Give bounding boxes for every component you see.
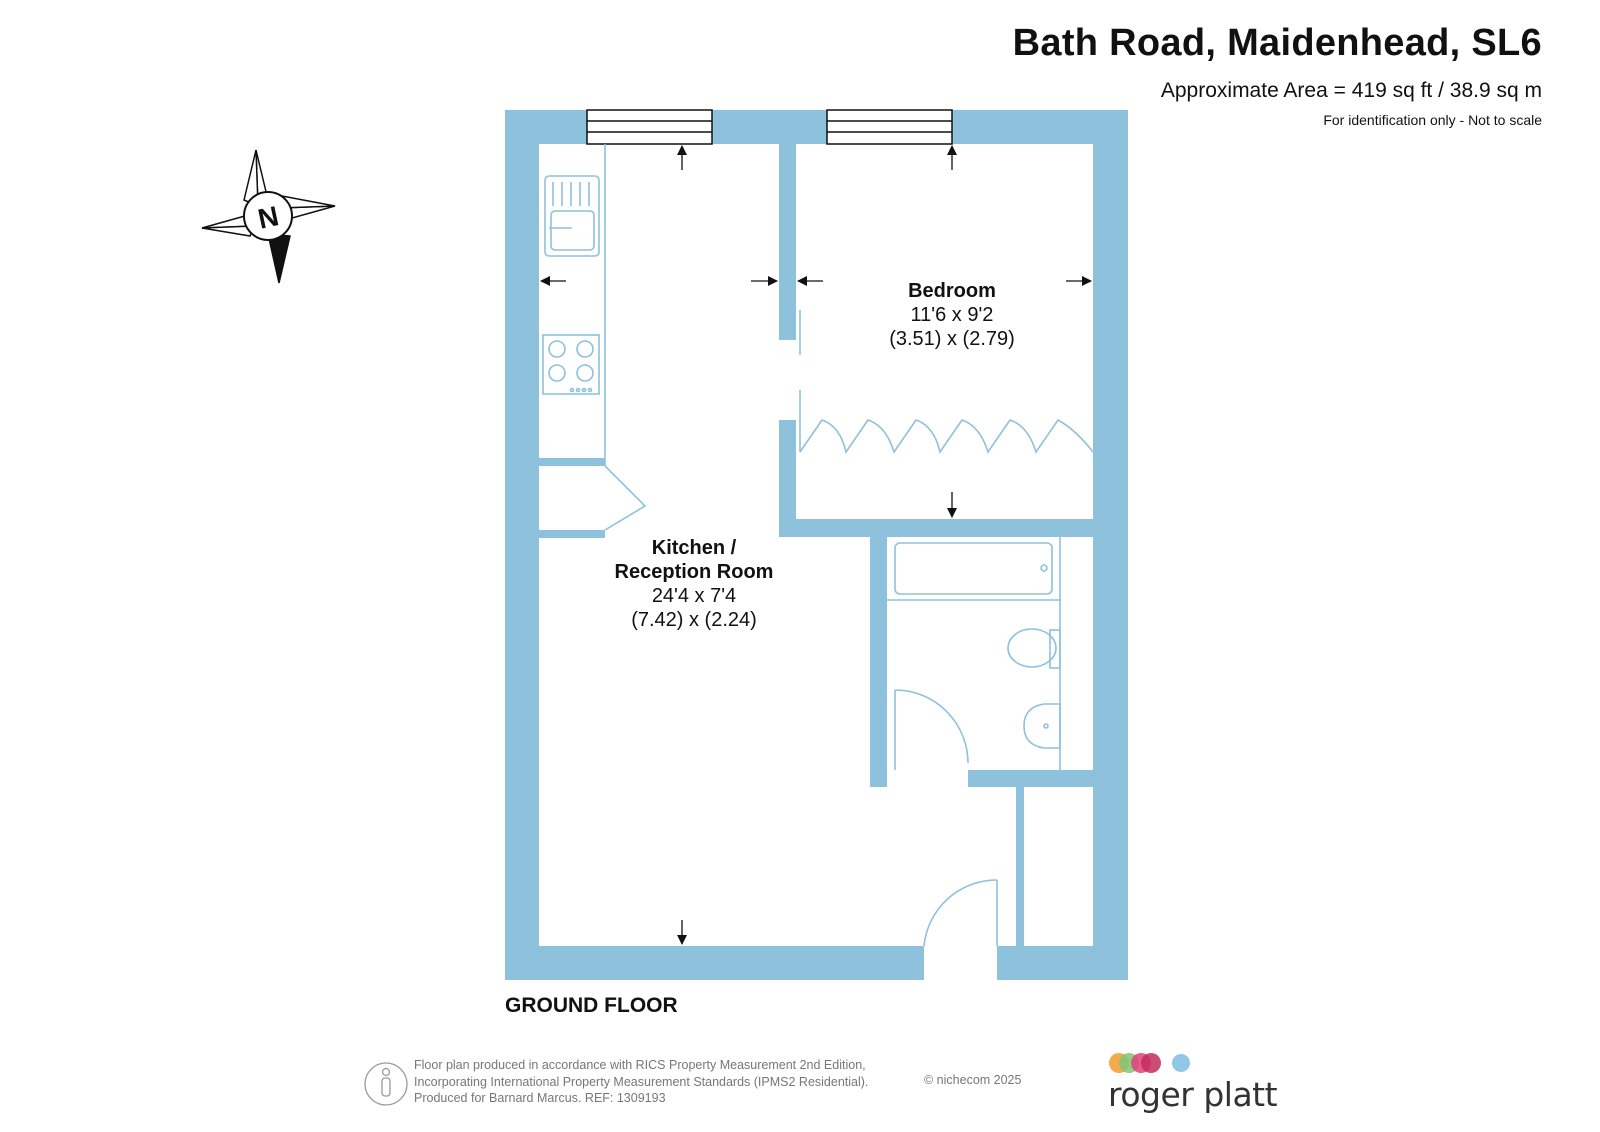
kitchen-name-line2: Reception Room [615, 561, 774, 583]
compass-icon: N [201, 149, 336, 284]
entrance-door [923, 879, 998, 947]
floor-label: GROUND FLOOR [505, 994, 678, 1017]
footer-line-2: Incorporating International Property Mea… [414, 1074, 869, 1089]
kitchen-imperial: 24'4 x 7'4 [652, 585, 736, 607]
basin-icon [1023, 703, 1061, 749]
bathroom-door [894, 689, 969, 770]
room-labels: Bedroom 11'6 x 9'2 (3.51) x (2.79) Kitch… [615, 280, 1015, 631]
wardrobe-doors [799, 418, 1094, 454]
footer-line-1: Floor plan produced in accordance with R… [414, 1058, 866, 1072]
disclaimer: For identification only - Not to scale [1323, 112, 1542, 128]
walls [505, 110, 1128, 980]
copyright: © nichecom 2025 [924, 1073, 1022, 1087]
bedroom-imperial: 11'6 x 9'2 [911, 304, 994, 326]
footer-line-3: Produced for Barnard Marcus. REF: 130919… [414, 1091, 666, 1105]
roger-platt-logo-icon [1109, 1053, 1190, 1073]
kitchen-metric: (7.42) x (2.24) [631, 609, 757, 631]
header: Bath Road, Maidenhead, SL6 Approximate A… [1013, 22, 1542, 128]
dimension-arrows [540, 145, 1092, 945]
sink-icon [544, 175, 600, 257]
footer-note: Floor plan produced in accordance with R… [414, 1057, 868, 1107]
cupboard-door [604, 465, 647, 531]
windows [586, 109, 953, 145]
logo-text: roger platt [1108, 1075, 1278, 1114]
kitchen-name-line1: Kitchen / [652, 537, 737, 559]
approximate-area: Approximate Area = 419 sq ft / 38.9 sq m [1160, 79, 1542, 102]
fixtures [542, 144, 1094, 947]
ipms-person-icon [364, 1062, 408, 1106]
bedroom-metric: (3.51) x (2.79) [889, 328, 1015, 350]
bedroom-name: Bedroom [908, 280, 996, 302]
toilet-icon [1007, 628, 1061, 669]
bath-icon [887, 537, 1061, 770]
property-title: Bath Road, Maidenhead, SL6 [1012, 22, 1542, 64]
hob-icon [542, 334, 600, 395]
